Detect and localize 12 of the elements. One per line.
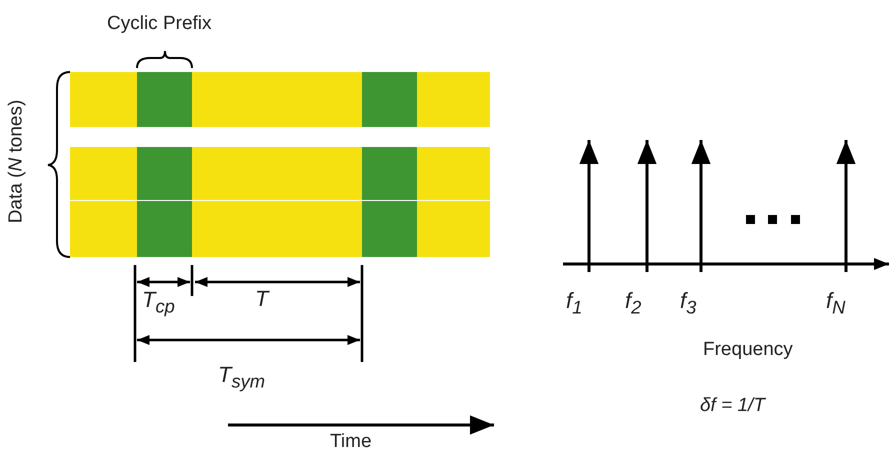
axis-label: Time — [330, 432, 372, 451]
axis-label: Frequency — [703, 340, 793, 359]
group-label: Cyclic Prefix — [107, 14, 212, 33]
dimension-label: T — [255, 288, 268, 310]
dimension-label: T$_{sym}$ — [218, 364, 266, 391]
tick-label: f$_{N}$ — [826, 290, 846, 317]
tick-label: f$_{1}$ — [566, 290, 582, 317]
axis-label: Data (N tones) — [6, 100, 26, 224]
formula-label: δf = 1/T — [700, 396, 765, 415]
tick-label: f$_{2}$ — [625, 290, 642, 317]
tick-label: f$_{3}$ — [680, 290, 696, 317]
dimension-label: T$_{cp}$ — [142, 289, 175, 316]
